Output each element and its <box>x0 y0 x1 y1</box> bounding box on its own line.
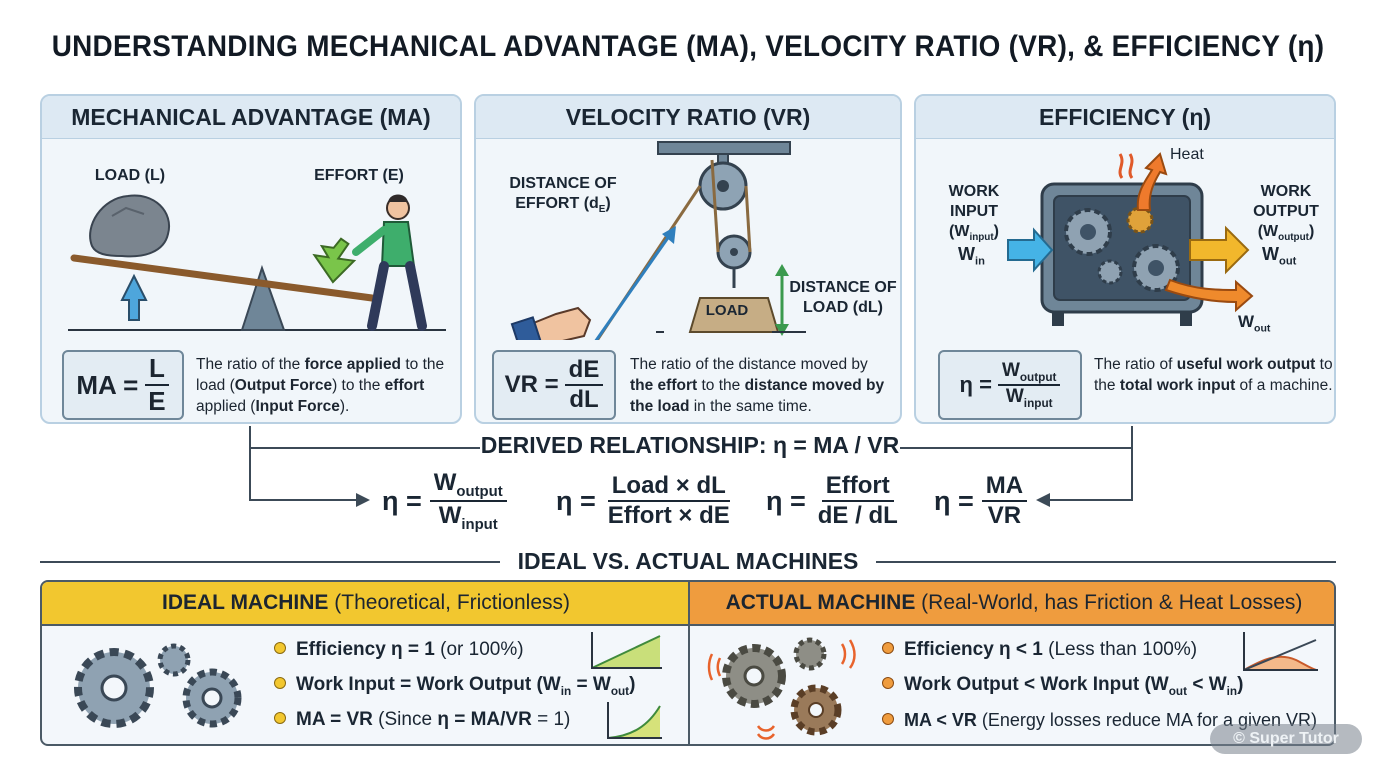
load-distance-label: DISTANCE OF LOAD (dL) <box>789 279 897 316</box>
derived-connectors <box>249 426 1133 507</box>
comparison-panel: IDEAL MACHINE (Theoretical, Frictionless… <box>40 580 1336 746</box>
ma-formula-num: L <box>144 353 169 386</box>
pulley-illustration <box>510 141 806 340</box>
derived-eq-1: η = Woutput Winput <box>382 468 507 534</box>
panel-divider <box>688 582 690 744</box>
gear-icon <box>793 637 827 671</box>
work-input-label: WORK INPUT (Winput) <box>948 183 1000 244</box>
efficiency-description: The ratio of useful work output to the t… <box>1094 356 1333 394</box>
hand <box>524 306 592 340</box>
actual-item-1: Efficiency η < 1 (Less than 100%) <box>882 638 1197 662</box>
output-arrow-icon <box>1189 225 1250 275</box>
lever-plank <box>70 254 376 302</box>
vibration-icon <box>840 639 856 669</box>
heat-arrow-icon <box>1136 152 1168 211</box>
lever-illustration <box>68 194 446 331</box>
arrow-left-icon <box>1036 493 1050 507</box>
actual-graph <box>1243 632 1318 671</box>
efficiency-formula-box: η = Woutput Winput <box>938 350 1082 420</box>
vr-card: VELOCITY RATIO (VR) DISTANCE OF EFFORT (… <box>474 94 902 424</box>
work-output-label: WORK OUTPUT (Woutput) <box>1253 183 1319 244</box>
arrow-right-icon <box>356 493 370 507</box>
comparison-heading: IDEAL VS. ACTUAL MACHINES <box>517 548 859 574</box>
ma-heading: MECHANICAL ADVANTAGE (MA) <box>42 96 460 139</box>
person-legs <box>367 261 427 331</box>
ma-formula-lhs: MA = <box>76 369 139 400</box>
heat-waves-icon <box>1118 153 1134 179</box>
w-in-label: Win <box>958 244 985 268</box>
effort-label: EFFORT (E) <box>314 167 404 184</box>
load-block-label: LOAD <box>705 302 749 319</box>
effort-rope <box>595 185 702 340</box>
fulcrum <box>240 264 286 331</box>
down-arrow-icon <box>312 237 357 284</box>
ideal-item-1: Efficiency η = 1 (or 100%) <box>274 638 524 662</box>
vr-formula-lhs: VR = <box>504 371 559 398</box>
w-out-loss-label: Wout <box>1238 312 1271 335</box>
actual-header: ACTUAL MACHINE (Real-World, has Friction… <box>690 582 1334 626</box>
gear-icon <box>157 643 191 677</box>
ma-description: The ratio of the force applied to the lo… <box>196 356 445 415</box>
w-out-label: Wout <box>1262 244 1297 268</box>
vr-formula-den: dL <box>569 386 599 413</box>
pulley-beam <box>657 141 791 155</box>
ideal-gears-illustration <box>74 643 242 728</box>
gear-icon <box>1097 259 1123 285</box>
watermark: © Super Tutor <box>1210 724 1362 754</box>
ideal-curve-graph <box>607 702 662 739</box>
divider-right <box>876 561 1336 563</box>
vr-heading: VELOCITY RATIO (VR) <box>476 96 900 139</box>
ma-card: MECHANICAL ADVANTAGE (MA) LOAD (L) EFFOR… <box>40 94 462 424</box>
input-arrow-icon <box>1007 227 1054 273</box>
load-rock <box>89 194 171 258</box>
effort-arrow <box>594 231 674 340</box>
derived-heading: DERIVED RELATIONSHIP: η = MA / VR <box>480 432 900 458</box>
actual-item-2: Work Output < Work Input (Wout < Win) <box>882 673 1243 704</box>
eff-formula-den: Winput <box>1005 386 1053 410</box>
efficiency-heading: EFFICIENCY (η) <box>916 96 1334 139</box>
vr-description: The ratio of the distance moved by the e… <box>630 356 885 415</box>
heat-label: Heat <box>1170 146 1204 163</box>
ideal-header: IDEAL MACHINE (Theoretical, Frictionless… <box>42 582 690 626</box>
ma-formula-den: E <box>148 386 166 416</box>
efficiency-card: EFFICIENCY (η) Heat WORK INPUT (Winput) … <box>914 94 1336 424</box>
heat-icon <box>756 725 776 740</box>
ideal-item-3: MA = VR (Since η = MA/VR = 1) <box>274 708 570 732</box>
vr-formula-num: dE <box>564 356 604 386</box>
loss-arrow-icon <box>1164 278 1254 313</box>
actual-gears-illustration <box>707 637 856 740</box>
up-arrow-icon <box>120 273 148 321</box>
vibration-icon <box>707 653 722 681</box>
page-title: UNDERSTANDING MECHANICAL ADVANTAGE (MA),… <box>51 30 1325 63</box>
ideal-linear-graph <box>591 632 662 669</box>
gear-icon <box>1126 206 1154 234</box>
load-label: LOAD (L) <box>94 167 166 184</box>
eff-formula-num: Woutput <box>997 360 1061 386</box>
ideal-item-2: Work Input = Work Output (Win = Wout) <box>274 673 635 704</box>
machine-illustration <box>1007 152 1254 326</box>
effort-distance-label: DISTANCE OF EFFORT (dE) <box>509 175 617 216</box>
eff-formula-lhs: η = <box>959 372 992 397</box>
divider-left <box>40 561 500 563</box>
